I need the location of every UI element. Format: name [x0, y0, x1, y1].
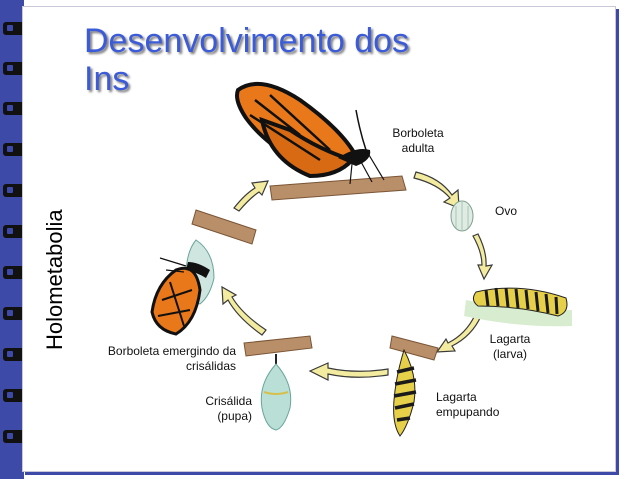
emerging-branch — [191, 209, 257, 245]
arrow-pupa-to-emerging — [221, 285, 267, 336]
label-pupa: Crisálida (pupa) — [190, 394, 252, 424]
arrow-pupating-to-pupa — [308, 362, 389, 381]
label-egg-line1: Ovo — [494, 204, 517, 218]
slide-panel — [22, 6, 616, 472]
cycle-arrows — [221, 171, 494, 381]
arrow-emerging-to-adult — [233, 180, 269, 212]
label-egg: Ovo — [488, 204, 524, 219]
pupa-branch — [243, 335, 313, 357]
label-larva-line2: (larva) — [492, 347, 527, 361]
branches — [191, 175, 439, 361]
label-larva: Lagarta (larva) — [480, 332, 540, 362]
arrow-larva-to-pupating — [435, 314, 482, 353]
label-emerging: Borboleta emergindo da crisálidas — [90, 344, 236, 374]
label-pupa-line2: (pupa) — [217, 409, 252, 423]
pupating-branch — [389, 335, 439, 361]
label-adult-line2: adulta — [401, 141, 435, 155]
label-pupating-line1: Lagarta — [436, 390, 477, 404]
title-line-2: Ins — [84, 60, 130, 98]
pupating-larva-icon — [393, 348, 417, 437]
label-pupating: Lagarta empupando — [436, 390, 510, 420]
egg-icon — [450, 200, 474, 232]
side-label: Holometabolia — [42, 209, 67, 350]
arrow-egg-to-larva — [472, 233, 494, 281]
label-emerging-line1: Borboleta emergindo da — [107, 344, 236, 358]
label-emerging-line2: crisálidas — [185, 359, 236, 373]
chrysalis-icon — [260, 354, 292, 431]
arrow-adult-to-egg — [413, 171, 460, 209]
page-title: Desenvolvimento dos Ins — [84, 22, 504, 98]
label-pupating-line2: empupando — [436, 405, 500, 419]
emerging-butterfly-icon — [150, 239, 215, 336]
label-pupa-line1: Crisálida — [205, 394, 252, 408]
label-adult-line1: Borboleta — [392, 126, 444, 140]
adult-butterfly-icon — [235, 82, 385, 185]
label-larva-line1: Lagarta — [489, 332, 531, 346]
larva-icon — [464, 287, 572, 327]
title-line-1: Desenvolvimento dos — [84, 22, 410, 60]
label-adult: Borboleta adulta — [388, 126, 448, 156]
adult-branch — [269, 175, 407, 201]
